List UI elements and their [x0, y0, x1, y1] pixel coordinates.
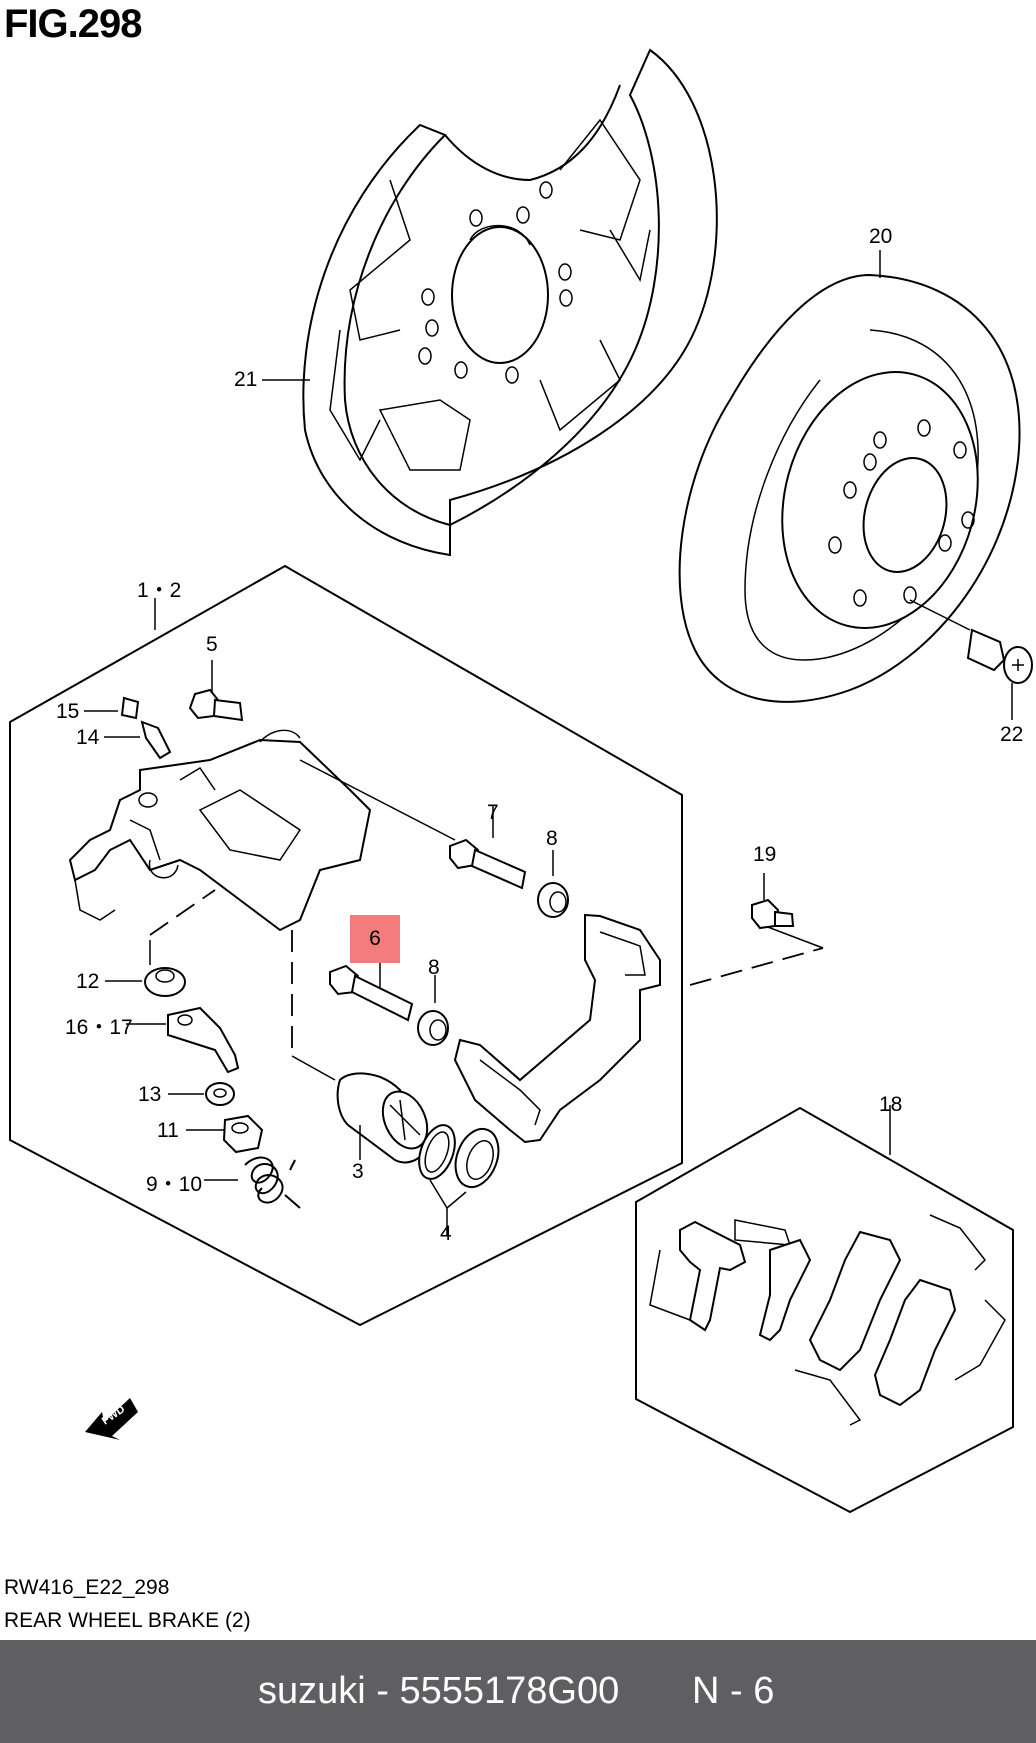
- guide-pin-part-7: [449, 805, 527, 890]
- piston-seal-kit-part-4: [418, 1124, 500, 1235]
- footer-brand-part-number: suzuki - 5555178G00: [258, 1670, 620, 1712]
- callout-20: 20: [869, 225, 893, 248]
- caliper-assembly-boundary: [9, 564, 683, 1327]
- callout-16-17: 16・17: [65, 1016, 133, 1039]
- bleeder-cap-part-15: [84, 696, 140, 720]
- dust-shield-part-21: [302, 48, 718, 557]
- fwd-arrow-icon: FWD: [85, 1398, 138, 1440]
- callout-19: 19: [753, 843, 777, 866]
- bolt-part-5: [188, 660, 244, 722]
- callout-11: 11: [157, 1119, 179, 1142]
- callout-5: 5: [206, 633, 218, 656]
- caliper-bracket: [453, 913, 661, 1144]
- screw-part-22: [909, 599, 1033, 720]
- brake-disc-part-20: [678, 273, 1021, 703]
- guide-pin-part-6: [329, 963, 414, 1022]
- callout-7: 7: [487, 801, 499, 824]
- figure-title: FIG.298: [4, 2, 143, 46]
- diagram-section-title: REAR WHEEL BRAKE (2): [4, 1609, 251, 1632]
- callout-18: 18: [879, 1093, 903, 1116]
- callout-8-upper: 8: [546, 827, 558, 850]
- callout-21: 21: [234, 368, 258, 391]
- callout-3: 3: [352, 1160, 364, 1183]
- callout-8-lower: 8: [428, 956, 440, 979]
- plate-part-16-17: [126, 1006, 240, 1074]
- callout-4: 4: [440, 1222, 452, 1245]
- callout-13: 13: [138, 1083, 162, 1106]
- bleeder-screw-part-14: [104, 720, 172, 760]
- callout-12: 12: [76, 970, 100, 993]
- callout-9-10: 9・10: [146, 1173, 203, 1196]
- callout-6-highlighted: 6: [350, 915, 400, 963]
- washer-part-13: [168, 1082, 235, 1106]
- boot-part-8-upper: [537, 850, 569, 918]
- footer-diagram-ref: N - 6: [692, 1670, 775, 1712]
- diagram-reference-code: RW416_E22_298: [4, 1576, 170, 1599]
- exploded-parts-diagram: FWD: [9, 48, 1033, 1514]
- callout-22: 22: [1000, 723, 1024, 746]
- bracket-bolt-part-19: [751, 873, 795, 930]
- boot-part-8-lower: [417, 975, 449, 1046]
- nut-part-11: [186, 1114, 264, 1154]
- footer-bar: suzuki - 5555178G00 N - 6: [0, 1640, 1036, 1743]
- callout-15: 15: [56, 700, 80, 723]
- callout-14: 14: [76, 726, 100, 749]
- pad-kit-boundary: [635, 1106, 1014, 1514]
- brake-pads-part-18: [649, 1214, 1006, 1426]
- caliper-body-part-1: [68, 729, 372, 932]
- spring-part-9-10: [204, 1156, 301, 1209]
- callout-1-2: 1・2: [137, 579, 182, 602]
- nut-part-12: [105, 940, 186, 997]
